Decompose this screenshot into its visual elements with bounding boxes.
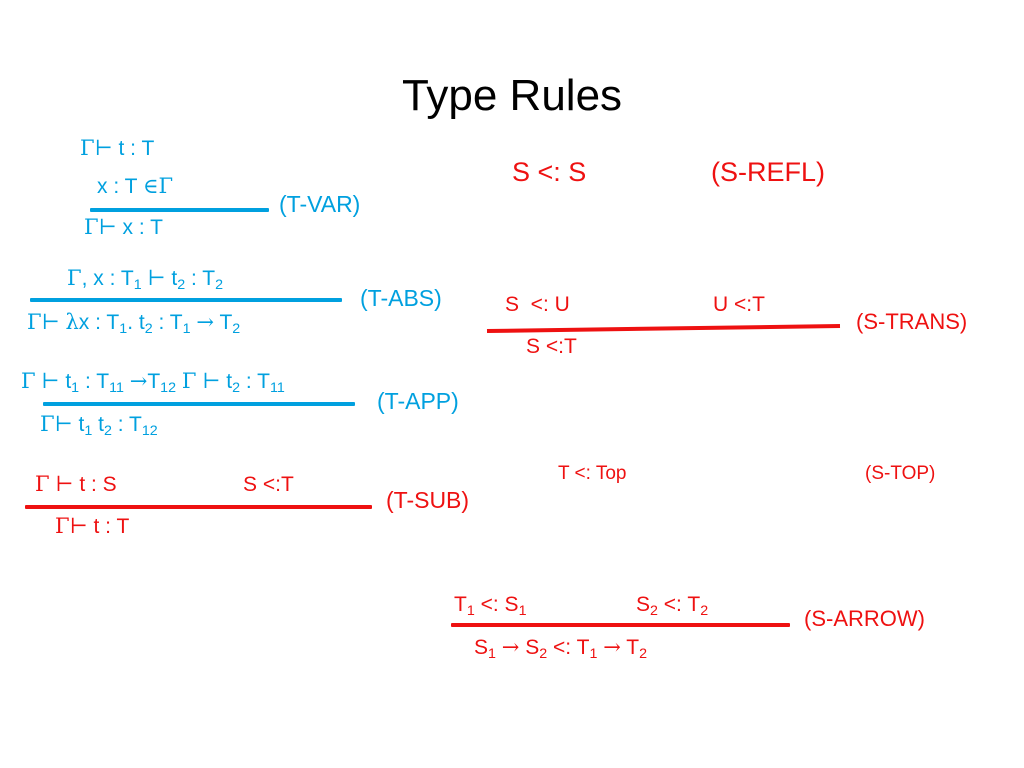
s-top-rule: T <: Top xyxy=(558,463,627,484)
s-trans-label: (S-TRANS) xyxy=(856,309,968,334)
t-sub-conclusion: Γ⊢ t : T xyxy=(55,514,130,538)
s-arrow-label: (S-ARROW) xyxy=(804,606,925,631)
t-app-rule-line xyxy=(43,402,355,406)
s-refl-label: (S-REFL) xyxy=(711,157,825,187)
t-sub-premise-2: S <:T xyxy=(243,473,294,496)
t-abs-premise: Γ, x : T1 ⊢ t2 : T2 xyxy=(67,266,224,293)
t-app-label: (T-APP) xyxy=(377,388,459,414)
s-trans-premise-1: S <: U xyxy=(505,293,570,316)
s-trans-conclusion: S <:T xyxy=(526,335,577,358)
s-top-label: (S-TOP) xyxy=(865,463,936,484)
t-var-conclusion: Γ⊢ x : T xyxy=(84,215,163,239)
t-abs-label: (T-ABS) xyxy=(360,285,442,311)
t-abs-conclusion: Γ⊢ λx : T1. t2 : T1 → T2 xyxy=(27,310,241,337)
s-arrow-premise-2: S2 <: T2 xyxy=(636,593,709,619)
t-sub-rule-line xyxy=(25,505,372,509)
t-app-premise: Γ ⊢ t1 : T11 →T12 Γ ⊢ t2 : T11 xyxy=(21,369,285,396)
s-arrow-rule-line xyxy=(451,623,790,627)
slide-title: Type Rules xyxy=(401,71,623,120)
t-var-premise-2: x : T ∈Γ xyxy=(97,174,174,198)
s-trans-premise-2: U <:T xyxy=(713,293,765,316)
t-sub-label: (T-SUB) xyxy=(386,487,470,513)
t-var-label: (T-VAR) xyxy=(279,191,361,217)
t-sub-premise-1: Γ ⊢ t : S xyxy=(35,472,117,496)
t-app-conclusion: Γ⊢ t1 t2 : T12 xyxy=(40,412,158,439)
s-arrow-premise-1: T1 <: S1 xyxy=(454,593,527,619)
s-trans-rule-line xyxy=(486,322,842,334)
t-var-premise-1: Γ⊢ t : T xyxy=(80,136,155,160)
t-var-rule-line xyxy=(90,208,269,212)
s-arrow-conclusion: S1 → S2 <: T1 → T2 xyxy=(474,635,648,662)
t-abs-rule-line xyxy=(30,298,342,302)
s-refl-rule: S <: S xyxy=(512,157,587,187)
